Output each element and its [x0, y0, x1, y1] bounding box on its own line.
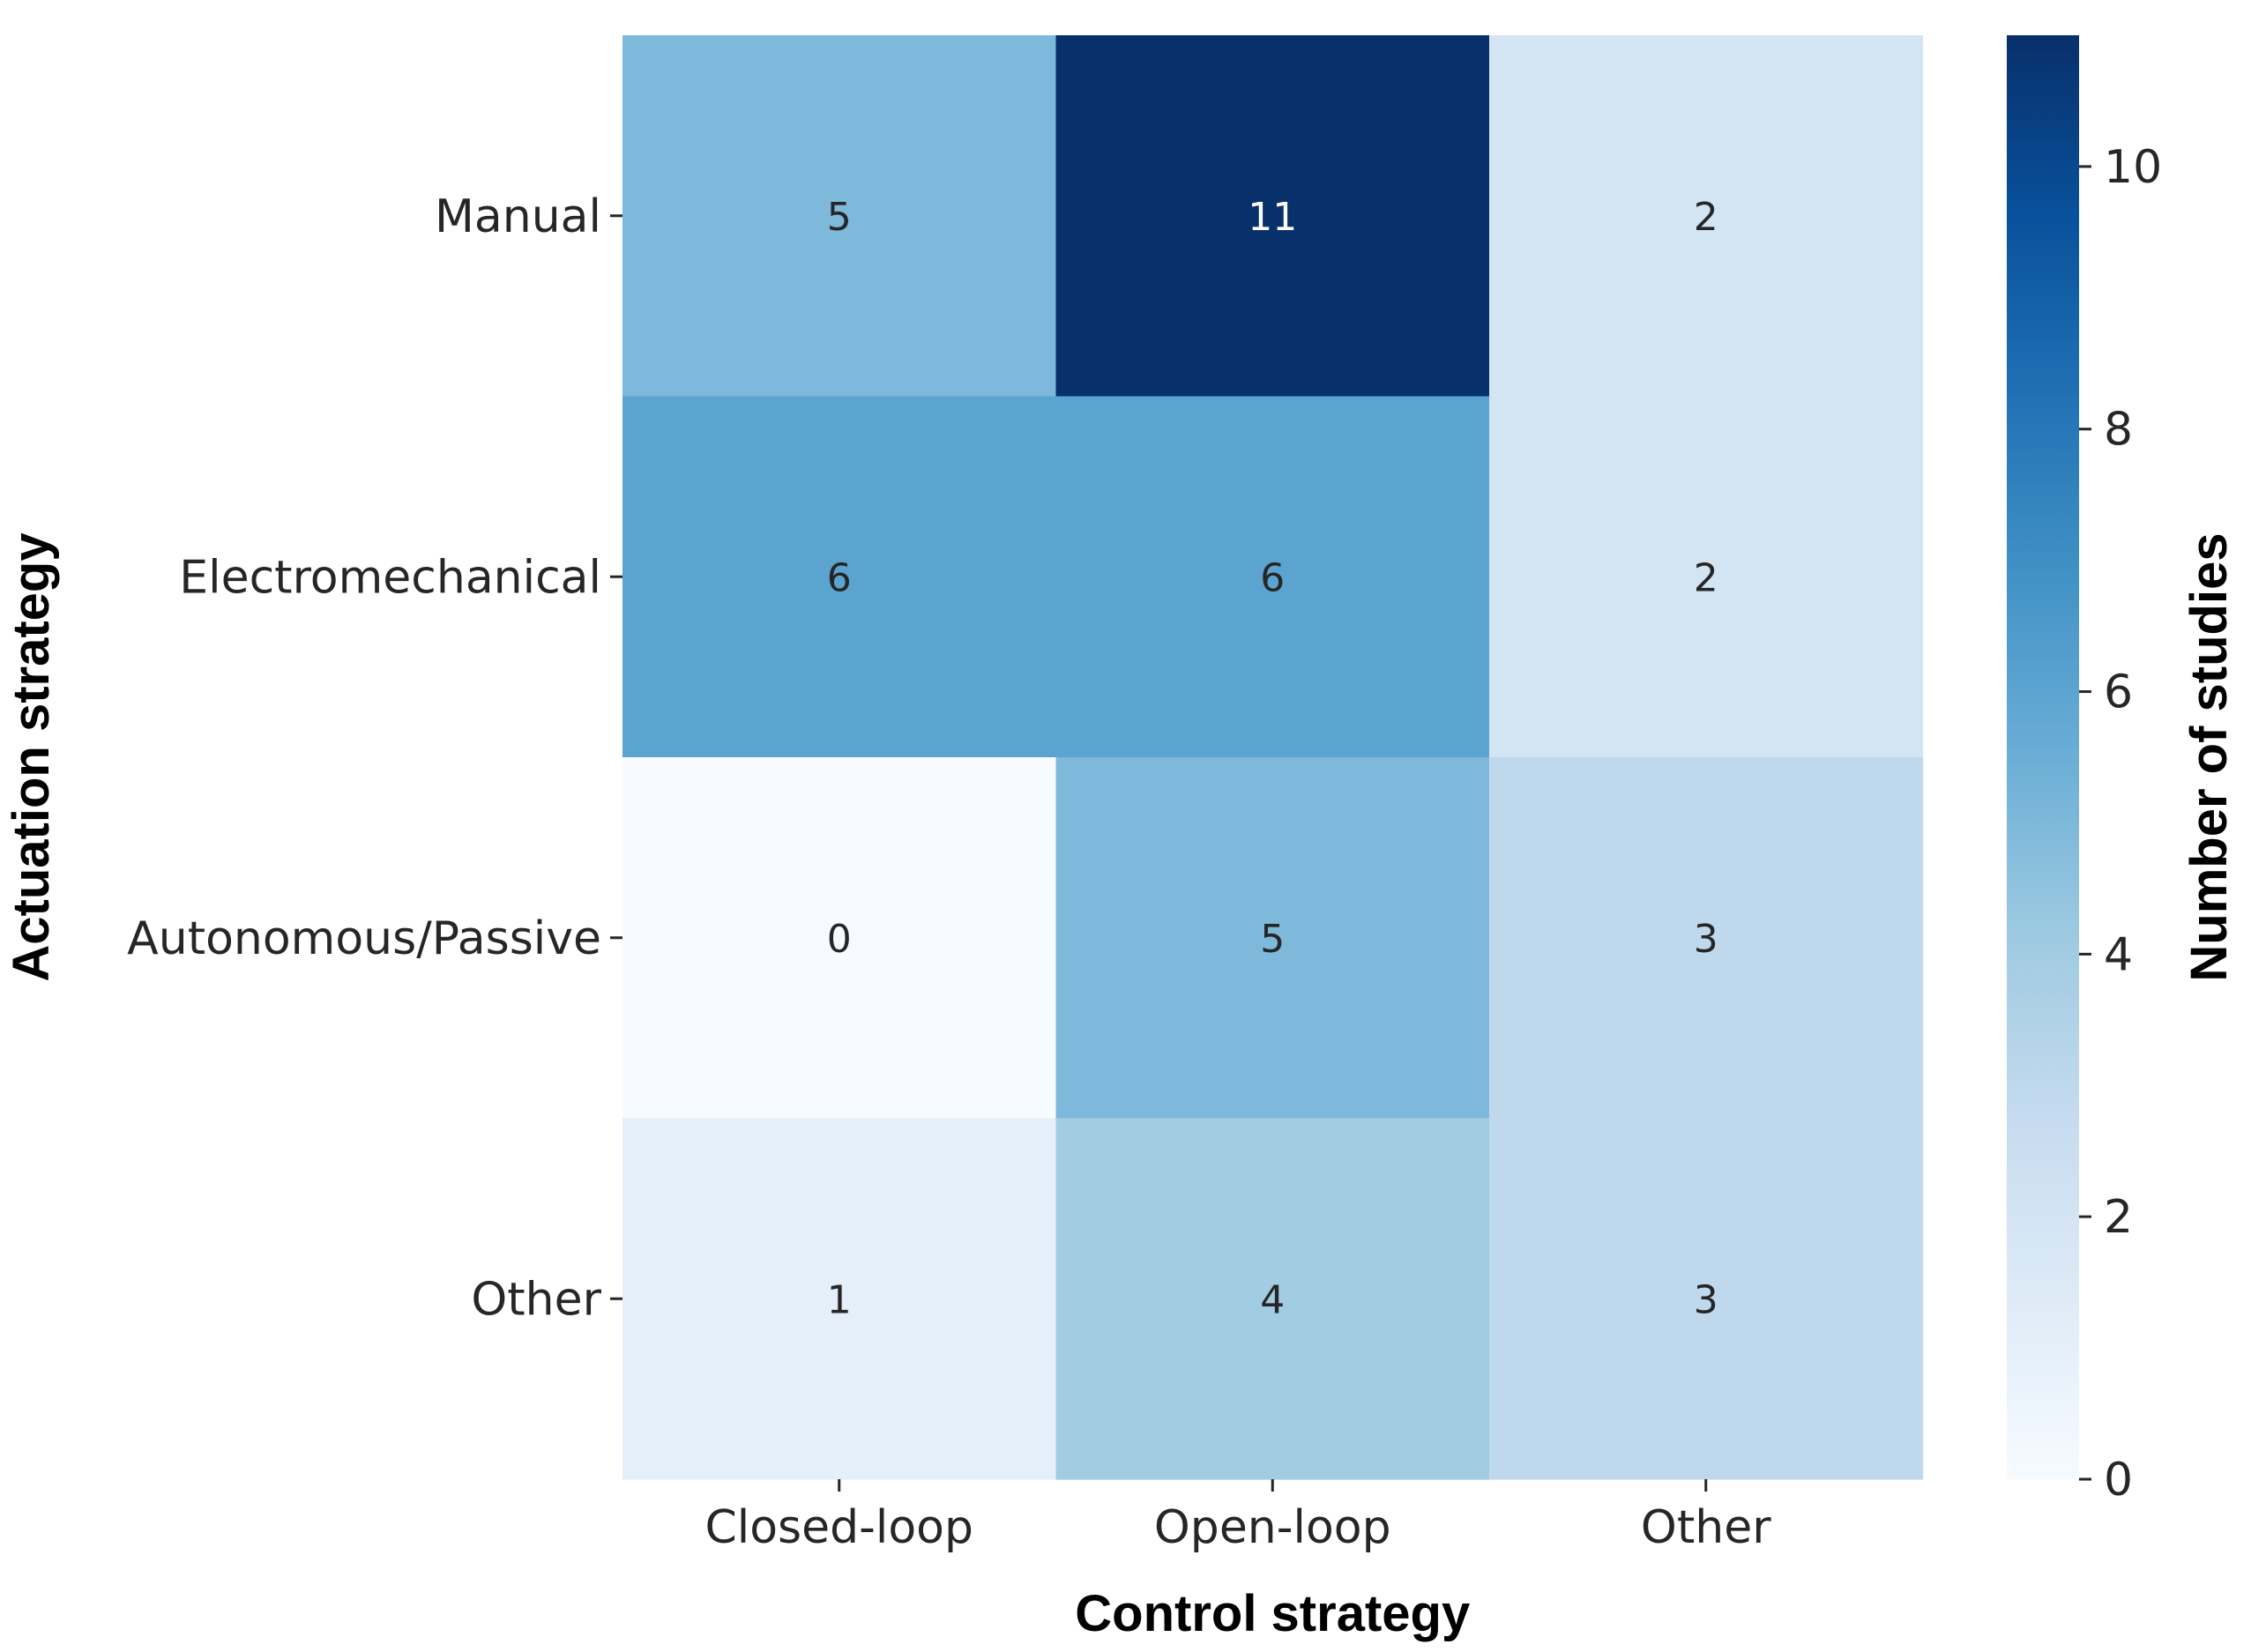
cell-value-label: 6 [1260, 555, 1285, 600]
cell-value-label: 1 [827, 1277, 852, 1322]
heatmap-cell [622, 1118, 1057, 1480]
cell-value-label: 5 [1260, 917, 1285, 962]
x-axis-title: Control strategy [1075, 1585, 1470, 1642]
y-tick-label: Other [471, 1273, 601, 1326]
heatmap-cell [1489, 35, 1924, 398]
x-tick-label: Other [1641, 1501, 1771, 1554]
heatmap-cell [622, 757, 1057, 1120]
x-tick-label: Open-loop [1154, 1501, 1391, 1554]
heatmap-cell [1055, 396, 1490, 758]
colorbar [2007, 35, 2079, 1479]
cell-value-label: 3 [1694, 1277, 1718, 1322]
cell-value-label: 0 [827, 917, 852, 962]
colorbar-tick-label: 0 [2104, 1454, 2133, 1507]
heatmap-cell [1055, 757, 1490, 1120]
y-tick-label: Manual [435, 190, 601, 243]
colorbar-tick-label: 10 [2104, 141, 2162, 194]
cell-value-label: 2 [1694, 195, 1718, 240]
cell-value-label: 11 [1248, 195, 1297, 240]
cell-value-label: 2 [1694, 555, 1718, 600]
cell-value-label: 4 [1260, 1277, 1285, 1322]
y-tick-label: Autonomous/Passive [127, 912, 601, 965]
heatmap-cell [1489, 757, 1924, 1120]
cell-value-label: 5 [827, 195, 852, 240]
heatmap-cell [1055, 1118, 1490, 1480]
cell-value-label: 6 [827, 555, 852, 600]
colorbar-tick-label: 6 [2104, 666, 2133, 719]
heatmap-cell [622, 396, 1057, 758]
cell-value-label: 3 [1694, 917, 1718, 962]
heatmap-cell [1489, 396, 1924, 758]
x-tick-label: Closed-loop [704, 1501, 973, 1554]
y-tick-label: Electromechanical [179, 551, 601, 604]
y-axis-title: Actuation strategy [3, 532, 60, 981]
heatmap-cell [622, 35, 1057, 398]
heatmap-cell [1489, 1118, 1924, 1480]
colorbar-tick-label: 8 [2104, 404, 2133, 457]
colorbar-tick-label: 2 [2104, 1191, 2133, 1244]
colorbar-title: Number of studies [2180, 532, 2238, 981]
heatmap-cell [1055, 35, 1490, 398]
colorbar-tick-label: 4 [2104, 928, 2133, 981]
